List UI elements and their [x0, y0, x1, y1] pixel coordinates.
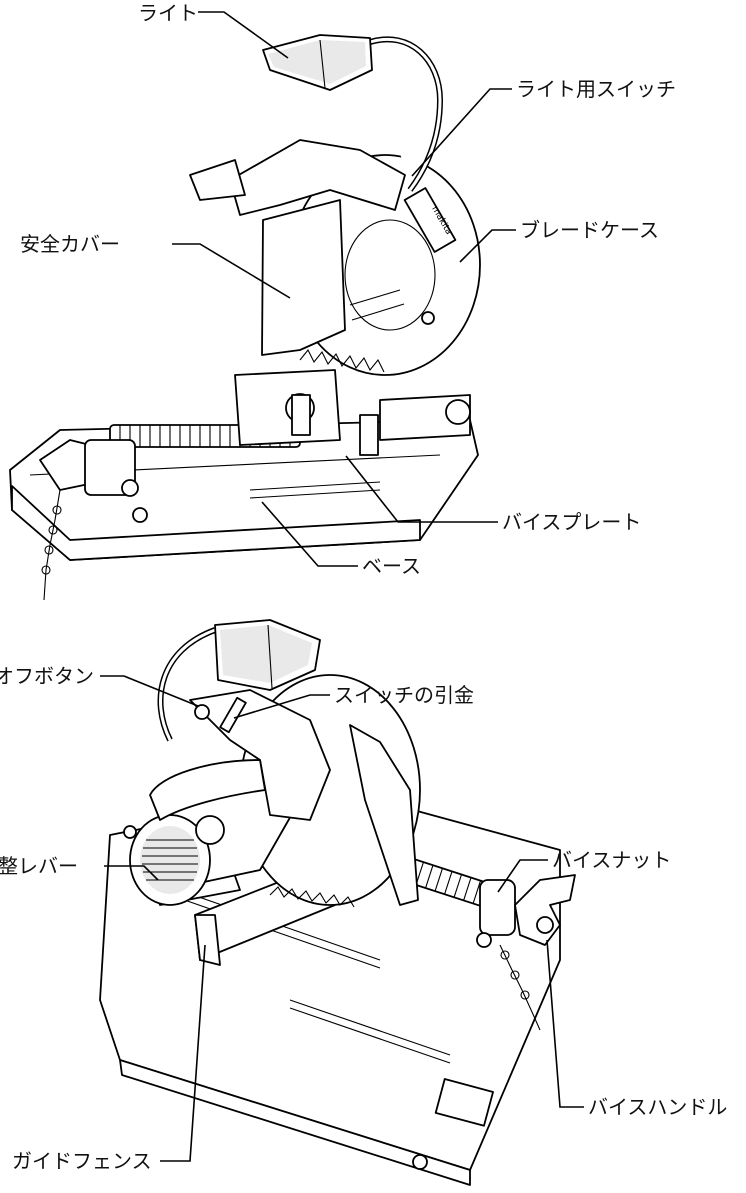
top-illustration: makita: [9, 34, 481, 601]
leader-blade-case: [459, 229, 516, 263]
leader-switch-trigger: [233, 694, 330, 719]
bottom-illustration: [99, 619, 576, 1186]
label-light: ライト: [138, 1, 198, 25]
label-vise-handle: バイスハンドル: [588, 1095, 727, 1119]
label-guide-fence: ガイドフェンス: [12, 1149, 152, 1173]
label-adjust-lever: 調整レバー: [0, 854, 78, 878]
label-off-button: オフボタン: [0, 664, 94, 688]
leader-light-switch: [411, 88, 512, 177]
label-vise-plate: バイスプレート: [502, 510, 641, 534]
label-switch-trigger: スイッチの引金: [334, 683, 474, 707]
leader-light: [198, 11, 289, 59]
leader-vise-nut: [497, 859, 548, 893]
leader-adjust-lever: [104, 865, 159, 881]
label-light-switch: ライト用スイッチ: [516, 77, 676, 101]
label-blade-case: ブレードケース: [520, 218, 659, 242]
leader-vise-handle: [546, 939, 584, 1108]
label-vise-nut: バイスナット: [552, 848, 671, 872]
label-safety-cover: 安全カバー: [20, 232, 120, 256]
leader-vise-plate: [345, 455, 498, 523]
leader-safety-cover: [172, 243, 291, 299]
leader-base: [261, 501, 358, 567]
leader-guide-fence: [160, 944, 206, 1162]
label-base: ベース: [362, 554, 421, 578]
leader-off-button: [100, 675, 199, 707]
